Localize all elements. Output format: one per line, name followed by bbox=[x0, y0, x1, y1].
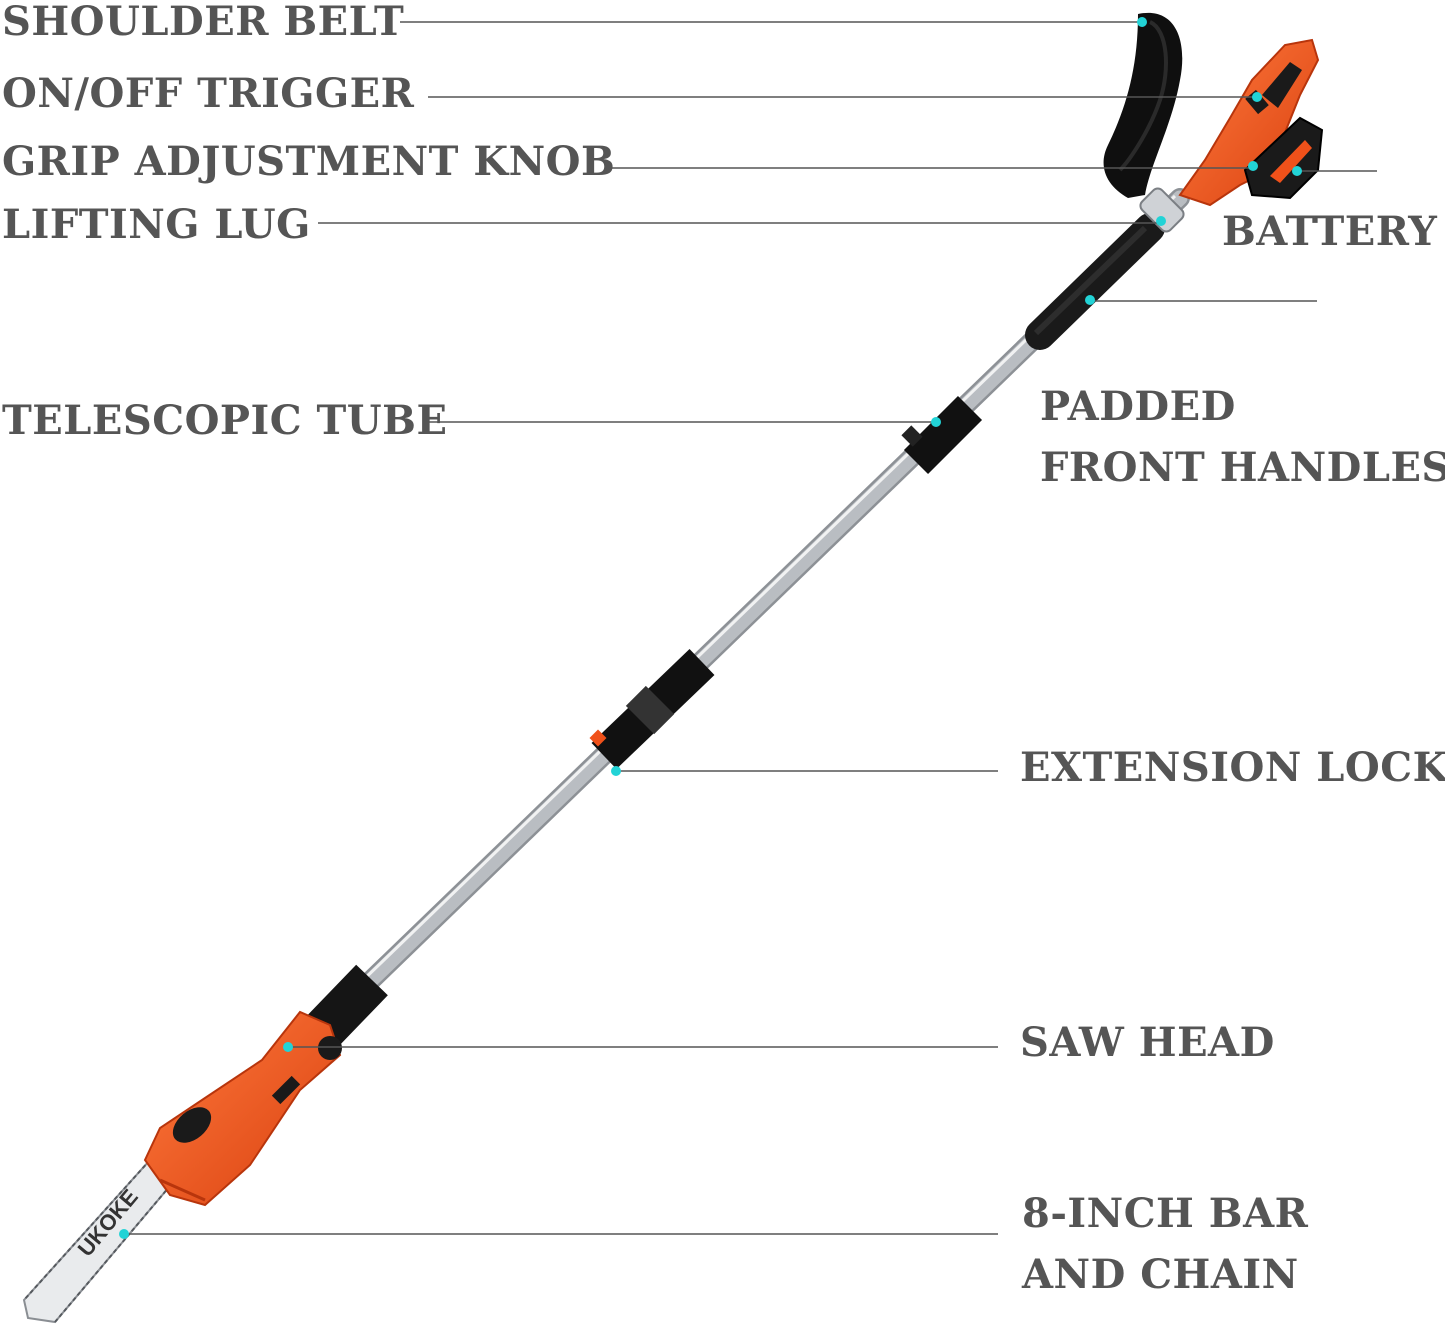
marker-telescopic-tube bbox=[931, 417, 941, 427]
label-padded-front-handles-line2: FRONT HANDLES bbox=[1040, 444, 1445, 491]
marker-grip-adjustment-knob bbox=[1248, 161, 1258, 171]
saw-head bbox=[143, 1010, 342, 1207]
label-on-off-trigger: ON/OFF TRIGGER bbox=[2, 72, 414, 116]
marker-shoulder-belt bbox=[1137, 17, 1147, 27]
label-padded-front-handles-line1: PADDED bbox=[1040, 383, 1236, 430]
marker-battery bbox=[1292, 166, 1302, 176]
marker-bar-and-chain bbox=[119, 1229, 129, 1239]
padded-front-handle bbox=[1025, 213, 1165, 350]
leader-lines bbox=[124, 21, 1377, 1235]
label-on-off-trigger-text: ON/OFF TRIGGER bbox=[2, 70, 415, 117]
label-grip-adjustment-knob-text: GRIP ADJUSTMENT KNOB bbox=[2, 138, 616, 185]
label-lifting-lug: LIFTING LUG bbox=[2, 203, 311, 247]
label-shoulder-belt-text: SHOULDER BELT bbox=[2, 0, 405, 45]
label-battery-text: BATTERY bbox=[1222, 208, 1438, 255]
marker-dots bbox=[119, 17, 1302, 1239]
battery bbox=[1243, 116, 1324, 200]
label-extension-lock-text: EXTENSION LOCK bbox=[1020, 744, 1445, 791]
label-telescopic-tube: TELESCOPIC TUBE bbox=[2, 399, 447, 443]
label-saw-head: SAW HEAD bbox=[1020, 1021, 1275, 1065]
guide-bar: UKOKE bbox=[22, 1158, 177, 1324]
marker-lifting-lug bbox=[1156, 216, 1166, 226]
label-padded-front-handles: PADDED FRONT HANDLES bbox=[1040, 376, 1445, 498]
label-bar-and-chain-line2: AND CHAIN bbox=[1022, 1251, 1299, 1298]
label-battery: BATTERY bbox=[1222, 210, 1437, 254]
label-bar-and-chain-line1: 8-INCH BAR bbox=[1022, 1190, 1309, 1237]
label-telescopic-tube-text: TELESCOPIC TUBE bbox=[2, 397, 448, 444]
label-grip-adjustment-knob: GRIP ADJUSTMENT KNOB bbox=[2, 140, 615, 184]
label-lifting-lug-text: LIFTING LUG bbox=[2, 201, 311, 248]
marker-saw-head bbox=[283, 1042, 293, 1052]
label-extension-lock: EXTENSION LOCK bbox=[1020, 746, 1445, 790]
extension-lock-clamp bbox=[589, 649, 715, 769]
label-bar-and-chain: 8-INCH BAR AND CHAIN bbox=[1022, 1183, 1308, 1305]
lifting-lug bbox=[1139, 187, 1185, 233]
upper-extension-clamp bbox=[901, 395, 983, 475]
label-saw-head-text: SAW HEAD bbox=[1020, 1019, 1275, 1066]
marker-on-off-trigger bbox=[1252, 92, 1262, 102]
marker-extension-lock bbox=[611, 766, 621, 776]
label-shoulder-belt: SHOULDER BELT bbox=[2, 0, 404, 44]
shoulder-belt bbox=[1103, 12, 1183, 198]
marker-padded-front-handles bbox=[1085, 295, 1095, 305]
